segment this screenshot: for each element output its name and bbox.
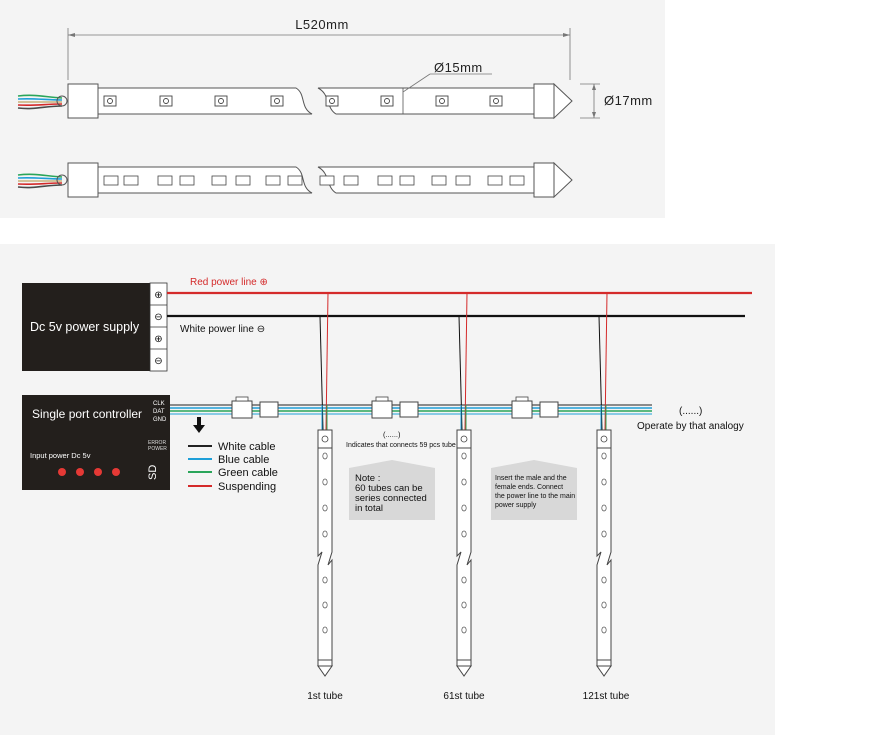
tube-label-61: 61st tube	[443, 691, 485, 702]
terminal-positive-2: ⊕	[154, 334, 162, 345]
controller-title: Single port controller	[32, 407, 142, 421]
status-led-2	[76, 468, 84, 476]
input-power-label: Input power Dc 5v	[30, 451, 91, 460]
controller: Single port controller CLK DAT GND ERROR…	[22, 395, 170, 490]
note-box-2: Insert the male and the female ends. Con…	[491, 460, 577, 520]
connector-1	[231, 396, 279, 419]
error-label: ERROR	[148, 440, 166, 446]
terminal-negative-2: ⊖	[154, 356, 162, 367]
note-box-1: Note : 60 tubes can be series connected …	[349, 460, 435, 520]
connects-note: Indicates that connects 59 pcs tube	[346, 442, 456, 449]
pin-dat: DAT	[153, 409, 165, 415]
power-status-label: POWER	[148, 446, 167, 452]
note-2-line-3: the power line to the main	[495, 493, 575, 500]
ellipsis-mid: (......)	[383, 430, 401, 439]
power-supply-title: Dc 5v power supply	[30, 320, 140, 334]
sd-label: SD	[147, 465, 159, 480]
note-2-line-4: power supply	[495, 502, 537, 509]
analogy-note: Operate by that analogy	[637, 421, 744, 432]
ellipsis-right: (......)	[679, 406, 702, 417]
inner-diameter-label: Ø15mm	[434, 60, 483, 75]
pin-gnd: GND	[153, 417, 167, 423]
note-1-line-4: in total	[355, 503, 383, 514]
length-dimension: L520mm	[67, 17, 571, 80]
terminal-negative-1: ⊖	[154, 312, 162, 323]
tube-label-1: 1st tube	[307, 691, 343, 702]
note-1-line-3: series connected	[355, 493, 427, 504]
power-lines: Red power line ⊕ White power line ⊖	[167, 277, 752, 335]
red-power-line-label: Red power line ⊕	[190, 277, 268, 288]
down-arrow-icon	[193, 417, 205, 433]
note-2-line-2: female ends. Connect	[495, 484, 563, 491]
tube-side-view-1: Ø15mm Ø17mm	[17, 60, 653, 120]
legend-blue-cable: Blue cable	[218, 454, 269, 466]
status-led-3	[94, 468, 102, 476]
white-power-line-label: White power line ⊖	[180, 324, 265, 335]
status-led-4	[112, 468, 120, 476]
note-1-line-2: 60 tubes can be	[355, 483, 423, 494]
tube-label-121: 121st tube	[583, 691, 630, 702]
terminal-positive-1: ⊕	[154, 290, 162, 301]
hanging-tube-61: 61st tube	[443, 292, 485, 702]
tube-side-view-2	[17, 161, 573, 199]
hanging-tube-121: 121st tube	[583, 292, 630, 702]
pin-clk: CLK	[153, 401, 165, 407]
note-1-line-1: Note :	[355, 473, 380, 484]
hanging-tube-1: 1st tube	[307, 292, 343, 702]
length-label: L520mm	[295, 17, 349, 32]
status-led-1	[58, 468, 66, 476]
legend-white-cable: White cable	[218, 441, 275, 453]
power-supply: Dc 5v power supply ⊕ ⊖ ⊕ ⊖	[22, 282, 168, 372]
cable-legend: White cable Blue cable Green cable Suspe…	[188, 441, 278, 493]
note-2-line-1: Insert the male and the	[495, 475, 567, 482]
outer-diameter-label: Ø17mm	[604, 93, 653, 108]
legend-suspending: Suspending	[218, 481, 276, 493]
legend-green-cable: Green cable	[218, 467, 278, 479]
connector-2	[371, 396, 419, 419]
connector-3	[511, 396, 559, 419]
